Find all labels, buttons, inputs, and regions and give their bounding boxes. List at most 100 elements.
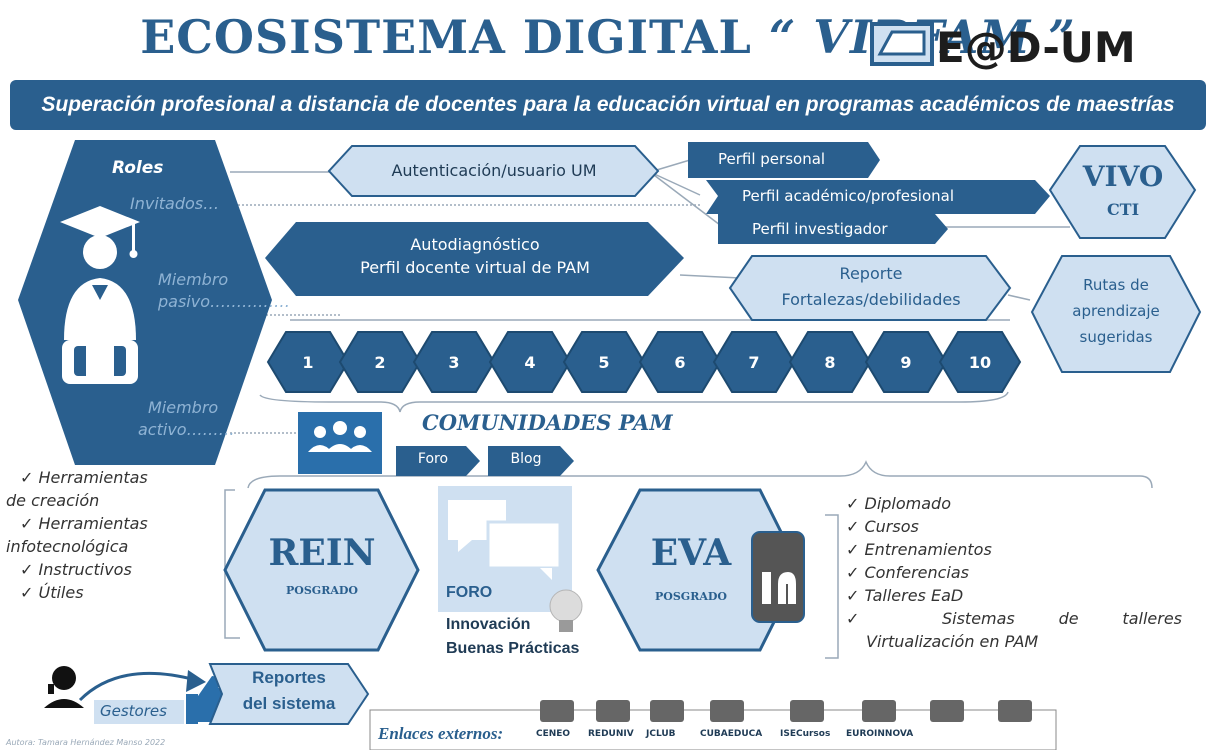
number-hexagon [338, 331, 422, 393]
reportes-line2: del sistema [242, 694, 336, 713]
number-hexagons [266, 331, 1022, 393]
reportes-line1: Reportes [252, 668, 326, 687]
gestores-label: Gestores [100, 702, 167, 720]
rutas-hexagon [1030, 255, 1202, 373]
external-link-label[interactable]: ISECursos [780, 729, 831, 739]
activities-list-item: ✓ Cursos [846, 517, 919, 536]
external-link-icon [998, 700, 1032, 722]
autodiag-line1: Autodiagnóstico [410, 235, 540, 254]
activities-list-item: ✓ Diplomado [846, 494, 951, 513]
external-links-label: Enlaces externos: [378, 724, 504, 743]
rein-hexagon [223, 488, 420, 652]
role-miembro-activo-1: Miembro [148, 398, 219, 417]
tools-list-item: de creación [6, 491, 100, 510]
external-link-icon [710, 700, 744, 722]
number-label: 2 [374, 353, 386, 372]
rein-title: REIN [268, 532, 376, 574]
logo-text: E@D-UM [936, 23, 1136, 70]
external-link-label[interactable]: REDUNIV [588, 729, 634, 739]
external-link-label[interactable]: EUROINNOVA [846, 729, 914, 739]
eva-title: EVA [650, 532, 732, 574]
reporte-box [728, 255, 1012, 321]
number-label: 5 [598, 353, 610, 372]
autodiag-box [265, 222, 684, 296]
number-hexagon [562, 331, 646, 393]
profile-personal-ribbon [688, 142, 880, 178]
rutas-line2: aprendizaje [1072, 302, 1160, 320]
number-label: 9 [900, 353, 912, 372]
activities-list: ✓ Diplomado ✓ Cursos ✓ Entrenamientos ✓ … [846, 492, 1182, 653]
author-credit: Autora: Tamara Hernández Manso 2022 [6, 738, 166, 747]
activities-list-item: ✓ Talleres EaD [846, 586, 964, 605]
external-link-label[interactable]: JCLUB [646, 729, 676, 739]
role-miembro-activo-2: activo……… [138, 420, 235, 439]
rutas-line1: Rutas de [1083, 276, 1149, 294]
number-hexagon [488, 331, 572, 393]
blog-tag [488, 446, 574, 476]
subtitle: Superación profesional a distancia de do… [41, 93, 1175, 116]
eva-hexagon [596, 488, 802, 652]
number-label: 8 [824, 353, 836, 372]
profile-investigator: Perfil investigador [752, 220, 888, 238]
comunidades-title: COMUNIDADES PAM [422, 410, 673, 435]
number-hexagon [938, 331, 1022, 393]
number-label: 1 [302, 353, 314, 372]
foro-tag [396, 446, 480, 476]
activities-list-item: Virtualización en PAM [866, 632, 1039, 651]
connector-lines [224, 159, 1153, 659]
auth-box [327, 145, 660, 197]
number-label: 7 [748, 353, 760, 372]
number-hexagon [412, 331, 496, 393]
foro-box-line1: Innovación [446, 616, 531, 633]
external-link-icon [930, 700, 964, 722]
activities-list-item: ✓ Entrenamientos [846, 540, 992, 559]
number-hexagon [864, 331, 948, 393]
activities-list-item: ✓ Sistemas de talleres [846, 609, 1182, 628]
profile-academic-ribbon [706, 180, 1050, 214]
activities-list-item: ✓ Conferencias [846, 563, 970, 582]
vivo-title: VIVO [1082, 160, 1164, 193]
external-link-label[interactable]: CENEO [536, 729, 571, 739]
blog-tag-label: Blog [510, 451, 542, 467]
tools-list: ✓ Herramientas de creación ✓ Herramienta… [6, 466, 220, 604]
vivo-sub: CTI [1106, 200, 1140, 219]
gestor-avatar-icon [52, 666, 76, 690]
foro-tag-label: Foro [417, 451, 449, 467]
title-prefix: ECOSISTEMA DIGITAL [140, 10, 752, 64]
rein-sub: POSGRADO [286, 584, 358, 597]
tools-list-item: ✓ Útiles [20, 583, 84, 602]
profile-academic: Perfil académico/profesional [742, 187, 954, 205]
reporte-line2: Fortalezas/debilidades [781, 290, 961, 309]
role-invitados: Invitados… [130, 194, 220, 213]
external-link-icons [540, 700, 1032, 722]
number-label: 4 [524, 353, 536, 372]
eva-sub: POSGRADO [655, 590, 727, 603]
roles-heading: Roles [112, 158, 164, 178]
reportes-box [208, 663, 370, 725]
subtitle-bar [10, 80, 1206, 130]
gestores-box [94, 700, 184, 724]
number-hexagon [266, 331, 350, 393]
profile-personal: Perfil personal [718, 150, 826, 168]
external-link-icon [650, 700, 684, 722]
tools-list-item: ✓ Herramientas [20, 514, 148, 533]
number-hexagon [638, 331, 722, 393]
role-miembro-pasivo-2: pasivo…………… [158, 292, 290, 311]
role-miembro-pasivo-1: Miembro [158, 270, 229, 289]
foro-box-title: FORO [446, 584, 493, 601]
foro-box-line2: Buenas Prácticas [446, 640, 580, 657]
external-link-icon [790, 700, 824, 722]
number-label: 3 [448, 353, 460, 372]
rutas-line3: sugeridas [1079, 328, 1153, 346]
arrow-icon [78, 671, 197, 702]
auth-label: Autenticación/usuario UM [391, 161, 597, 180]
external-link-icon [862, 700, 896, 722]
autodiag-line2: Perfil docente virtual de PAM [360, 258, 590, 277]
people-icon [308, 421, 372, 452]
external-link-label[interactable]: CUBAEDUCA [700, 729, 763, 739]
tools-list-item: ✓ Herramientas [20, 468, 148, 487]
tools-list-item: infotecnológica [6, 537, 129, 556]
number-hexagon [788, 331, 872, 393]
number-hexagon [712, 331, 796, 393]
